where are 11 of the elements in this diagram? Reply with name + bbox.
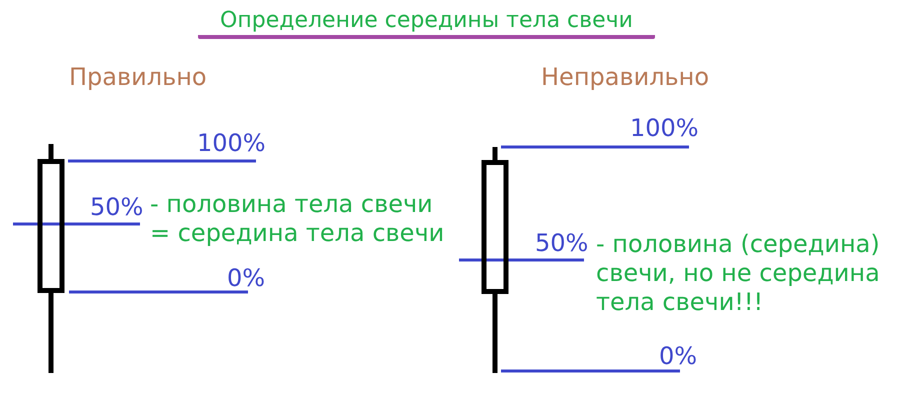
panel-heading: Неправильно — [541, 63, 710, 92]
percent-label: 100% — [630, 114, 699, 143]
panel-heading: Правильно — [69, 63, 207, 92]
percent-label: 0% — [227, 264, 266, 293]
percent-label: 50% — [535, 229, 588, 258]
diagram-title: Определение середины тела свечи — [198, 8, 655, 39]
annotation-text: - половина тела свечи = середина тела свечи — [150, 190, 445, 248]
percent-label: 50% — [90, 193, 144, 222]
percent-label: 100% — [197, 129, 266, 158]
percent-label: 0% — [659, 342, 698, 371]
annotation-text: - половина (середина) свечи, но не середина тела свечи!!! — [596, 230, 881, 317]
